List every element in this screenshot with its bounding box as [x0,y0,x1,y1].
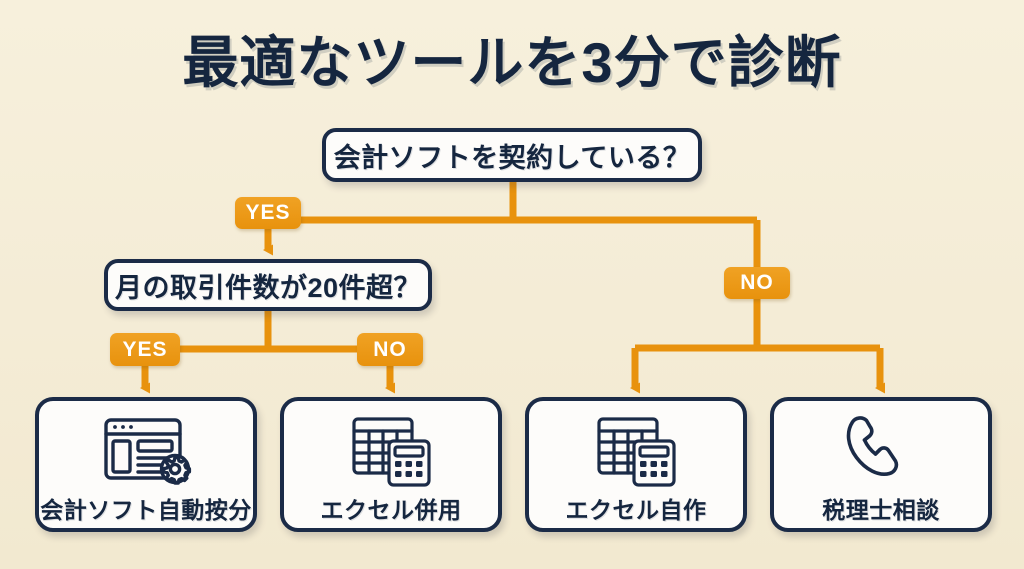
decision-node-root[interactable]: 会計ソフトを契約している？ [322,128,702,182]
outcome-node-excel-combined[interactable]: エクセル併用 [280,397,502,532]
outcome-node-label: エクセル併用 [320,496,462,523]
browser-window-gear-icon [100,413,192,489]
outcome-node-label: エクセル自作 [565,496,707,523]
spreadsheet-calculator-icon [594,413,678,489]
outcome-node-label: 会計ソフト自動按分 [40,496,252,523]
outcome-node-tax-accountant[interactable]: 税理士相談 [770,397,992,532]
page-title: 最適なツールを3分で診断 [182,31,842,94]
decision-node-root-label: 会計ソフトを契約している？ [333,142,691,173]
branch-badge-root-yes[interactable]: YES [235,197,301,229]
decision-node-q2[interactable]: 月の取引件数が20件超？ [104,259,432,311]
outcome-node-excel-diy[interactable]: エクセル自作 [525,397,747,532]
branch-badge-q2-yes[interactable]: YES [110,333,180,366]
outcome-node-accounting-auto[interactable]: 会計ソフト自動按分 [35,397,257,532]
spreadsheet-calculator-icon [349,413,433,489]
branch-badge-root-no[interactable]: NO [724,267,790,299]
branch-badge-q2-no[interactable]: NO [357,333,423,366]
decision-node-q2-label: 月の取引件数が20件超？ [114,272,422,303]
telephone-handset-icon [842,413,920,489]
outcome-node-label: 税理士相談 [822,496,940,523]
